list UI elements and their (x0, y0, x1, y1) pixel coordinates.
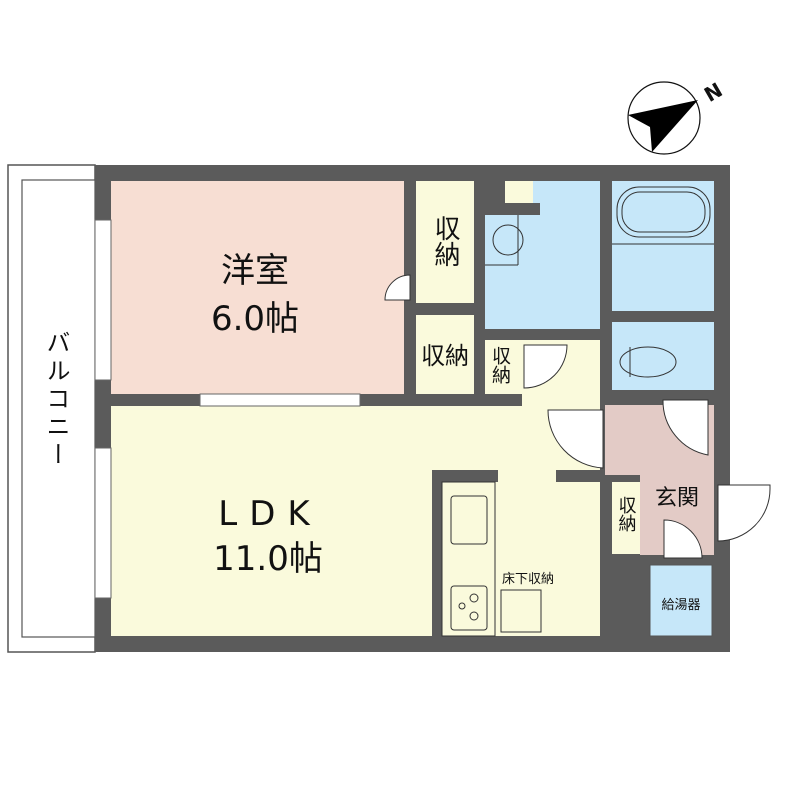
storage-mid (416, 315, 474, 394)
storage-entrance (612, 482, 640, 554)
balcony: バルコニー (7, 164, 96, 653)
compass: N (627, 78, 727, 155)
washroom (485, 181, 600, 329)
toilet-icon (619, 346, 677, 378)
storage-top-label: 収納 (430, 215, 460, 267)
ldk-room (111, 340, 600, 636)
western-room (111, 181, 404, 394)
kitchen-counter (441, 481, 496, 637)
storage-mid-label: 収納 (421, 342, 469, 370)
western-room-name: 洋室 (221, 251, 289, 291)
ldk-size: 11.0帖 (213, 539, 323, 579)
door-storage-small[interactable] (523, 344, 568, 389)
window-balcony-2 (94, 447, 112, 599)
underfloor-storage-label: 床下収納 (502, 572, 554, 587)
washroom-notch (505, 181, 533, 203)
door-storage-top[interactable] (384, 274, 411, 301)
door-ldk-hall[interactable] (547, 409, 604, 469)
bathroom (612, 181, 714, 311)
toilet-room (612, 322, 714, 390)
western-room-size: 6.0帖 (211, 299, 299, 339)
door-toilet[interactable] (662, 399, 709, 456)
storage-small-label: 収納 (489, 346, 511, 384)
underfloor-storage-hatch (500, 589, 542, 633)
compass-label: N (700, 78, 727, 107)
storage-small (485, 340, 522, 394)
washbasin-icon (492, 224, 524, 256)
door-entrance[interactable] (717, 484, 771, 542)
storage-entrance-label: 収納 (616, 496, 637, 532)
window-balcony-1 (94, 219, 112, 381)
stove-icon (450, 585, 488, 631)
door-heater[interactable] (663, 519, 703, 559)
window-west-room (199, 393, 361, 407)
balcony-label: バルコニー (42, 330, 70, 470)
entrance-label: 玄関 (655, 486, 699, 511)
bathtub-icon (616, 186, 711, 238)
water-heater-label: 給湯器 (661, 598, 700, 613)
north-arrow-icon (628, 100, 698, 152)
water-heater (649, 564, 713, 637)
storage-top (416, 181, 474, 303)
ldk-name: LDK (218, 494, 321, 534)
sink-icon (450, 495, 488, 545)
kitchen-wall (432, 470, 498, 482)
